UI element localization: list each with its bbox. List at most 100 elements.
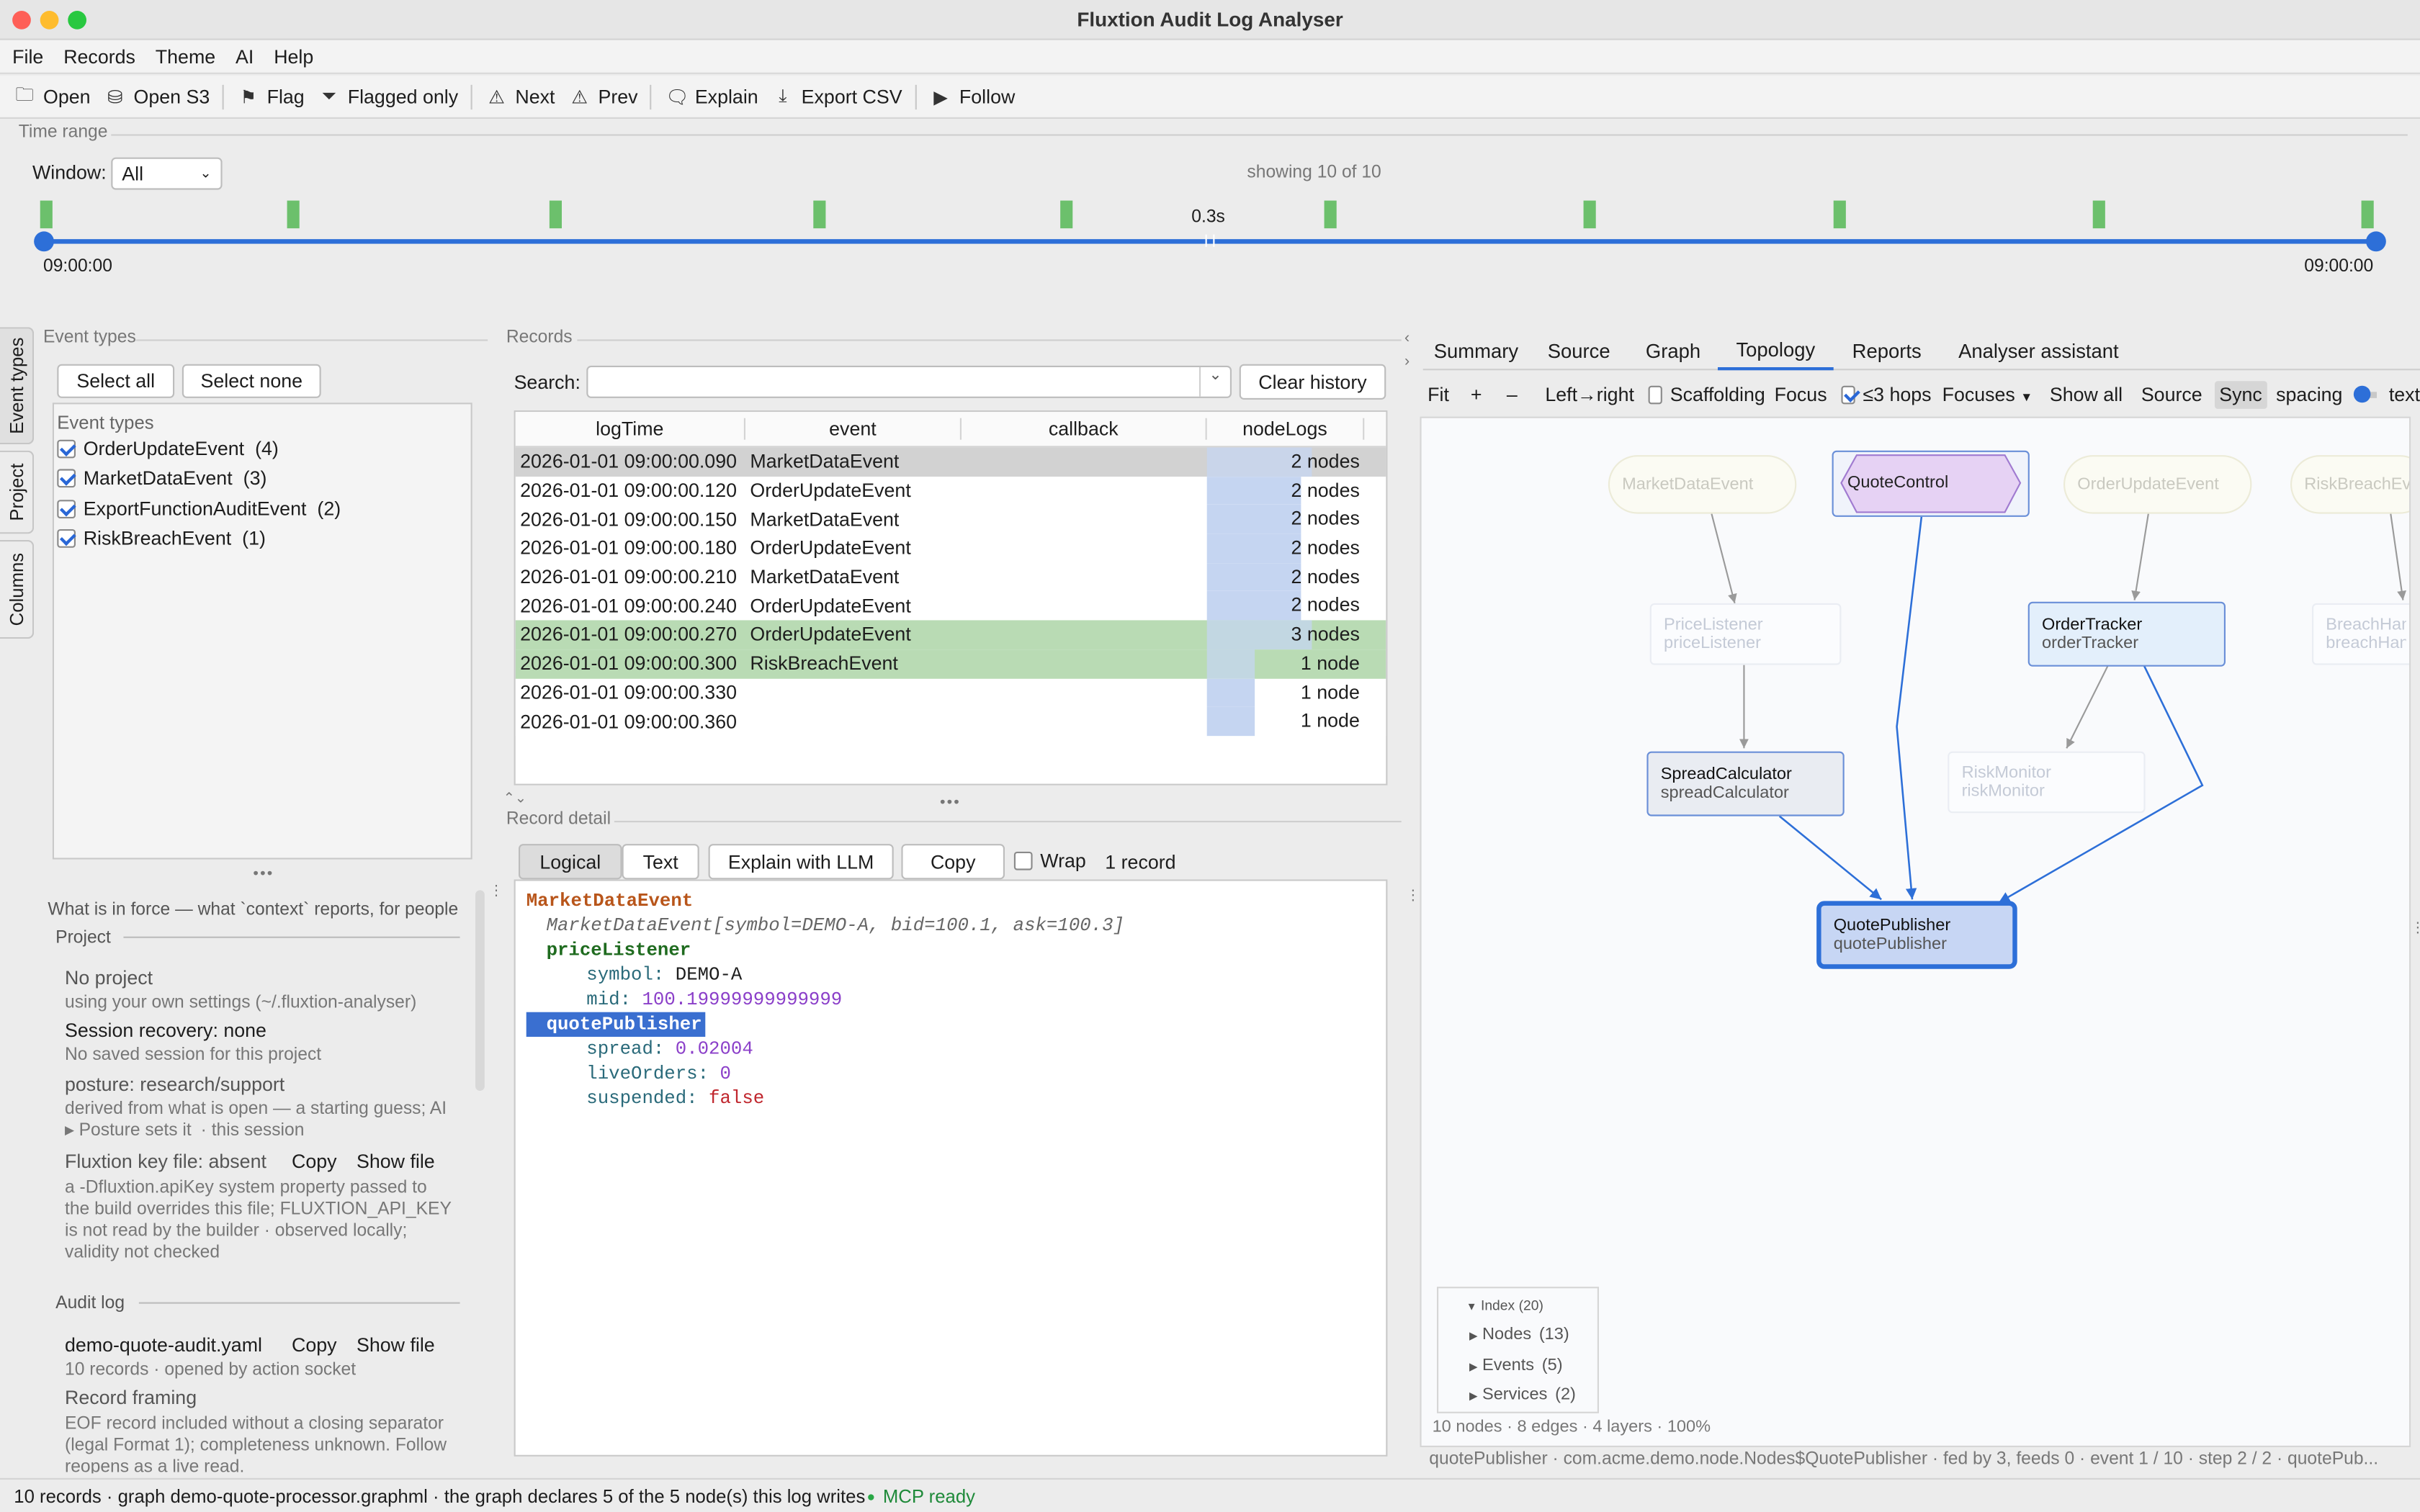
index-item[interactable]: ▶Nodes(13) <box>1469 1325 1569 1344</box>
topology-canvas[interactable]: MarketDataEvent QuoteControl OrderUpdateEv… <box>1420 416 2411 1447</box>
event-type-item[interactable]: ExportFunctionAuditEvent(2) <box>57 494 470 524</box>
next-button[interactable]: ⚠Next <box>486 86 555 107</box>
tab-logical[interactable]: Logical <box>519 844 622 880</box>
minimize-window-button[interactable] <box>40 11 59 30</box>
index-item[interactable]: ▶Events(5) <box>1469 1355 1563 1374</box>
select-none-button[interactable]: Select none <box>182 364 321 398</box>
context-scrollbar[interactable] <box>475 890 485 1091</box>
source-button[interactable]: Source <box>2141 384 2202 406</box>
zoom-in-button[interactable]: + <box>1470 384 1482 406</box>
spacing-slider-handle[interactable] <box>2353 385 2371 403</box>
menu-help[interactable]: Help <box>274 45 314 68</box>
focus-button[interactable]: Focus <box>1774 384 1827 406</box>
pane-nav[interactable]: ‹› <box>1404 327 1423 377</box>
search-combo[interactable]: ⌄ <box>586 365 1232 398</box>
explain-button[interactable]: 🗨Explain <box>666 85 758 107</box>
prev-button[interactable]: ⚠Prev <box>569 86 637 107</box>
topology-node-riskBreachEvent[interactable]: RiskBreachEve <box>2290 455 2409 514</box>
side-tab-project[interactable]: Project <box>0 450 35 534</box>
index-item[interactable]: ▶Services(2) <box>1469 1385 1576 1404</box>
direction-button[interactable]: Left→right <box>1545 384 1634 406</box>
copy-detail-button[interactable]: Copy <box>901 844 1005 880</box>
topology-node-marketDataEvent[interactable]: MarketDataEvent <box>1608 455 1797 514</box>
export-csv-button[interactable]: ⤓Export CSV <box>772 85 902 108</box>
column-header-event[interactable]: event <box>745 418 962 440</box>
tab-summary[interactable]: Summary <box>1433 338 1519 362</box>
tab-topology[interactable]: Topology <box>1717 330 1834 370</box>
show-all-button[interactable]: Show all <box>2049 384 2123 406</box>
event-type-checkbox[interactable] <box>57 439 76 458</box>
select-all-button[interactable]: Select all <box>57 364 175 398</box>
focuses-dropdown[interactable]: Focuses ▼ <box>1942 384 2033 406</box>
split-handle[interactable]: ••• <box>940 794 961 812</box>
sync-toggle[interactable]: Sync <box>2214 381 2267 409</box>
timeline-end-handle[interactable] <box>2366 231 2386 252</box>
event-type-item[interactable]: OrderUpdateEvent(4) <box>57 433 470 464</box>
event-type-checkbox[interactable] <box>57 529 76 549</box>
side-tab-event-types[interactable]: Event types <box>0 327 35 445</box>
tab-graph[interactable]: Graph <box>1645 338 1701 362</box>
wrap-toggle[interactable]: Wrap <box>1013 850 1086 872</box>
wrap-checkbox[interactable] <box>1013 851 1033 870</box>
vertical-split-handle[interactable]: ⋮ <box>2411 919 2420 937</box>
menu-ai[interactable]: AI <box>236 45 254 68</box>
flag-button[interactable]: ⚑Flag <box>238 86 304 107</box>
topology-node-quoteControl[interactable]: QuoteControl <box>1832 450 2030 517</box>
topology-node-breachHandler[interactable]: BreachHandbreachHand <box>2312 603 2409 665</box>
vertical-split-handle[interactable]: ⋮ <box>489 882 503 899</box>
open-button[interactable]: 🗀Open <box>14 80 90 112</box>
open-s3-button[interactable]: ⛁Open S3 <box>104 86 210 107</box>
column-header-logtime[interactable]: logTime <box>516 418 745 440</box>
chevron-right-icon[interactable]: › <box>1404 353 1410 371</box>
window-select[interactable]: All⌄ <box>111 157 223 190</box>
split-handle[interactable]: ••• <box>253 865 274 883</box>
zoom-window-button[interactable] <box>68 11 86 30</box>
menu-theme[interactable]: Theme <box>155 45 216 68</box>
side-tab-columns[interactable]: Columns <box>0 540 35 639</box>
vertical-split-handle[interactable]: ⋮ <box>1406 887 1420 903</box>
chevron-down-icon[interactable]: ⌄ <box>1199 366 1230 397</box>
key-show-file-button[interactable]: Show file <box>356 1151 435 1173</box>
explain-llm-button[interactable]: Explain with LLM <box>708 844 894 880</box>
hops-checkbox[interactable] <box>1840 385 1855 405</box>
search-input[interactable] <box>594 366 1199 397</box>
event-type-checkbox[interactable] <box>57 469 76 488</box>
event-type-item[interactable]: MarketDataEvent(3) <box>57 464 470 494</box>
topology-node-orderUpdateEvent[interactable]: OrderUpdateEvent <box>2063 455 2252 514</box>
event-type-item[interactable]: RiskBreachEvent(1) <box>57 524 470 554</box>
collapse-toggle[interactable]: ⌃⌄ <box>503 790 526 806</box>
column-header-callback[interactable]: callback <box>962 418 1207 440</box>
audit-copy-button[interactable]: Copy <box>292 1334 337 1356</box>
timeline-track[interactable] <box>43 239 2377 244</box>
chevron-left-icon[interactable]: ‹ <box>1404 330 1410 348</box>
tab-text[interactable]: Text <box>622 844 699 880</box>
fit-button[interactable]: Fit <box>1428 384 1449 406</box>
tab-source[interactable]: Source <box>1547 338 1610 362</box>
flagged-only-button[interactable]: ⏷Flagged only <box>318 85 458 108</box>
menu-file[interactable]: File <box>12 45 44 68</box>
tab-reports[interactable]: Reports <box>1852 338 1922 362</box>
posture-sets-link[interactable]: Posture sets it <box>79 1121 192 1140</box>
timeline-start-handle[interactable] <box>34 231 54 252</box>
tab-analyser-assistant[interactable]: Analyser assistant <box>1958 338 2119 362</box>
audit-show-file-button[interactable]: Show file <box>356 1334 435 1356</box>
column-header-nodelogs[interactable]: nodeLogs <box>1207 418 1365 440</box>
scaffolding-checkbox[interactable] <box>1648 385 1663 405</box>
event-type-checkbox[interactable] <box>57 499 76 518</box>
close-window-button[interactable] <box>12 11 31 30</box>
timeline-cursor[interactable] <box>1205 234 1215 247</box>
